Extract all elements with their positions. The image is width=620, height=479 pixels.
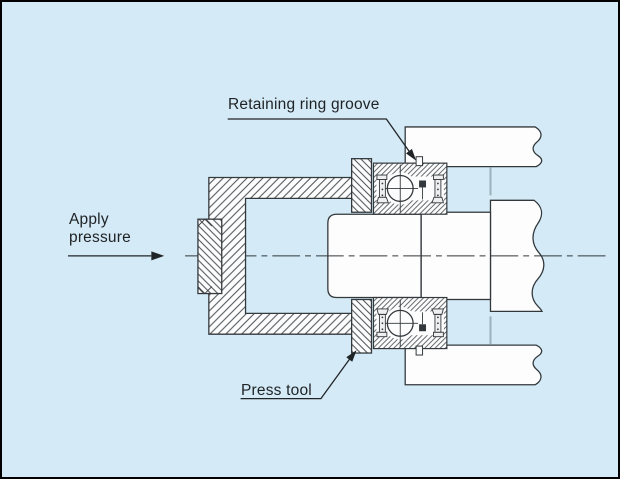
- press-tool-label: Press tool: [241, 382, 312, 399]
- retaining-ring-groove-label: Retaining ring groove: [228, 96, 380, 113]
- retaining-ring-groove-lower: [415, 345, 424, 356]
- bearing-cage-rivet-lower: [419, 324, 427, 332]
- retaining-ring-groove-upper: [415, 156, 424, 167]
- apply-pressure-arrow: [68, 251, 165, 261]
- bearing-lower: [372, 296, 448, 350]
- housing-upper-section: [404, 126, 543, 168]
- apply-pressure-label: Apply pressure: [69, 211, 131, 246]
- press-tool-leader: [240, 350, 357, 400]
- bearing-seal-right-lower: [431, 308, 444, 338]
- bearing-seal-left-lower: [376, 308, 389, 338]
- shaft: [327, 199, 545, 313]
- retaining-ring-groove-leader: [227, 118, 417, 161]
- press-ring-lower: [351, 298, 373, 354]
- press-ring-upper: [351, 158, 373, 213]
- bearing-seal-right-upper: [431, 174, 444, 204]
- bearing-upper: [372, 162, 448, 215]
- housing-lower-section: [404, 344, 543, 386]
- bearing-seal-left-upper: [376, 174, 389, 204]
- bearing-cage-rivet-upper: [419, 180, 427, 188]
- press-tool: [197, 158, 373, 354]
- press-ram: [197, 218, 223, 295]
- housing: [404, 126, 543, 386]
